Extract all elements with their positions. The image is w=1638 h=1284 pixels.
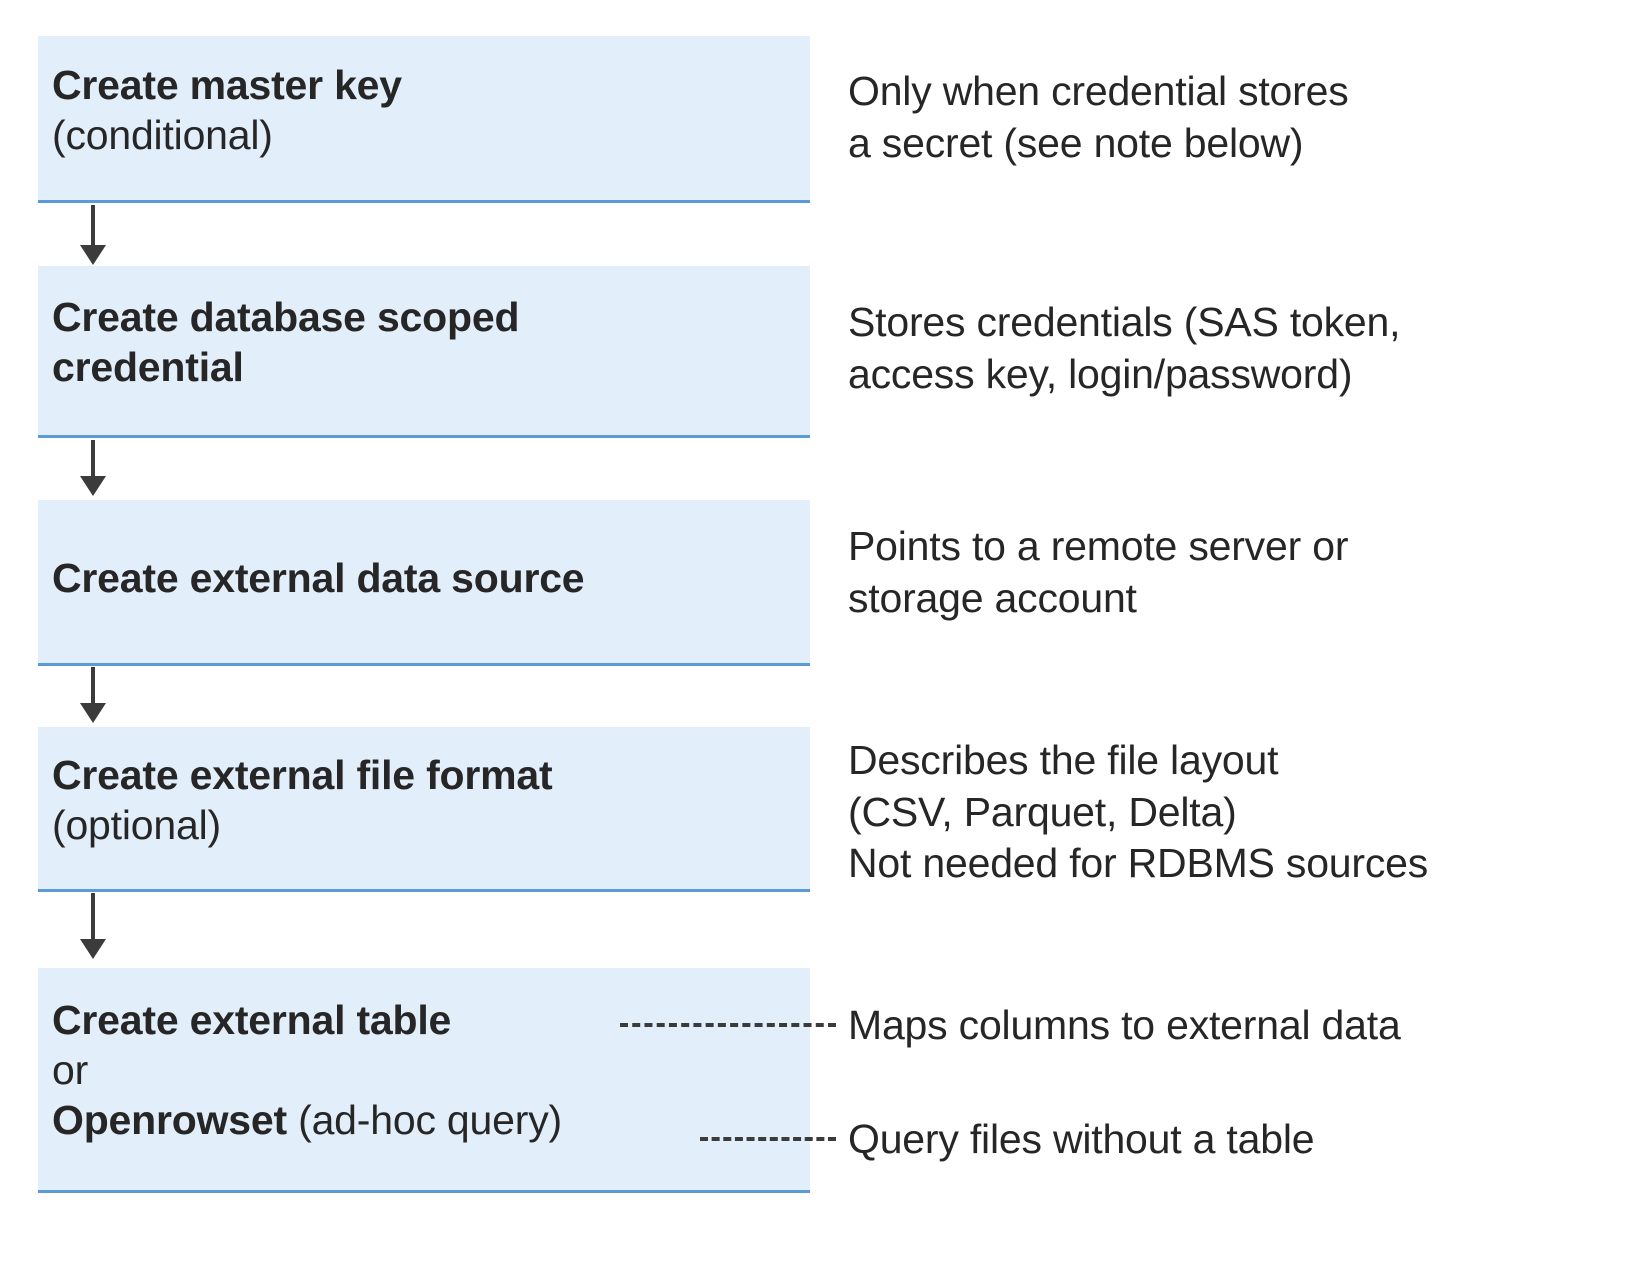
arrow-shaft [91,440,95,478]
note-line: storage account [848,574,1137,621]
connector-arrow-3 [80,667,106,727]
dashed-leader-openrowset [700,1137,836,1141]
arrow-shaft [91,205,95,247]
step-title-create-external-table: Create external table [52,997,452,1043]
step-box-create-master-key[interactable] [38,36,810,203]
step-label-create-master-key: Create master key (conditional) [52,60,1620,160]
arrow-head-icon [80,703,106,723]
step-box-create-database-scoped-credential[interactable] [38,266,810,438]
note-openrowset: Query files without a table [848,1114,1315,1166]
step-label-create-external-table-or-openrowset: Create external table or Openrowset (ad-… [52,995,1620,1145]
dashed-leader-external-table [620,1023,836,1027]
step-subtitle-create-external-file-format: (optional) [52,802,221,849]
arrow-head-icon [80,245,106,265]
step-title-create-external-data-source: Create external data source [52,555,585,601]
step-title-openrowset-row: Openrowset (ad-hoc query) [52,1095,1620,1145]
note-line: Only when credential stores [848,68,1349,114]
note-line: Query files without a table [848,1116,1315,1162]
note-line: Describes the file layout [848,737,1279,783]
step-subtitle-create-master-key: (conditional) [52,112,273,159]
note-line: a secret (see note below) [848,119,1304,166]
step-box-create-external-data-source[interactable] [38,500,810,666]
arrow-head-icon [80,939,106,959]
note-create-external-table: Maps columns to external data [848,1000,1401,1052]
step-box-create-external-table-or-openrowset[interactable] [38,968,810,1193]
step-label-create-database-scoped-credential: Create database scoped credential [52,292,1620,392]
step-title-create-master-key: Create master key [52,62,402,108]
step-conjunction-or: or [52,1047,89,1094]
note-line: Not needed for RDBMS sources [848,840,1429,887]
note-create-external-data-source: Points to a remote server or storage acc… [848,521,1348,624]
note-line: Points to a remote server or [848,523,1349,569]
note-line: (CSV, Parquet, Delta) [848,788,1237,835]
step-label-create-external-data-source: Create external data source [52,553,1620,603]
step-title-openrowset: Openrowset [52,1097,287,1144]
connector-arrow-1 [80,205,106,265]
step-title-line-1: Create database scoped [52,294,520,340]
step-label-create-external-file-format: Create external file format (optional) [52,750,1620,850]
step-title-line-2: credential [52,344,244,391]
arrow-shaft [91,667,95,705]
note-line: Stores credentials (SAS token, [848,299,1401,345]
note-create-external-file-format: Describes the file layout (CSV, Parquet,… [848,735,1428,890]
connector-arrow-2 [80,440,106,500]
note-line: access key, login/password) [848,350,1353,397]
note-create-master-key: Only when credential stores a secret (se… [848,66,1349,169]
arrow-shaft [91,893,95,941]
note-create-database-scoped-credential: Stores credentials (SAS token, access ke… [848,297,1401,400]
step-suffix-openrowset: (ad-hoc query) [286,1097,562,1144]
note-line: Maps columns to external data [848,1002,1401,1048]
arrow-head-icon [80,476,106,496]
connector-arrow-4 [80,893,106,963]
step-box-create-external-file-format[interactable] [38,727,810,892]
step-title-create-external-file-format: Create external file format [52,752,553,798]
